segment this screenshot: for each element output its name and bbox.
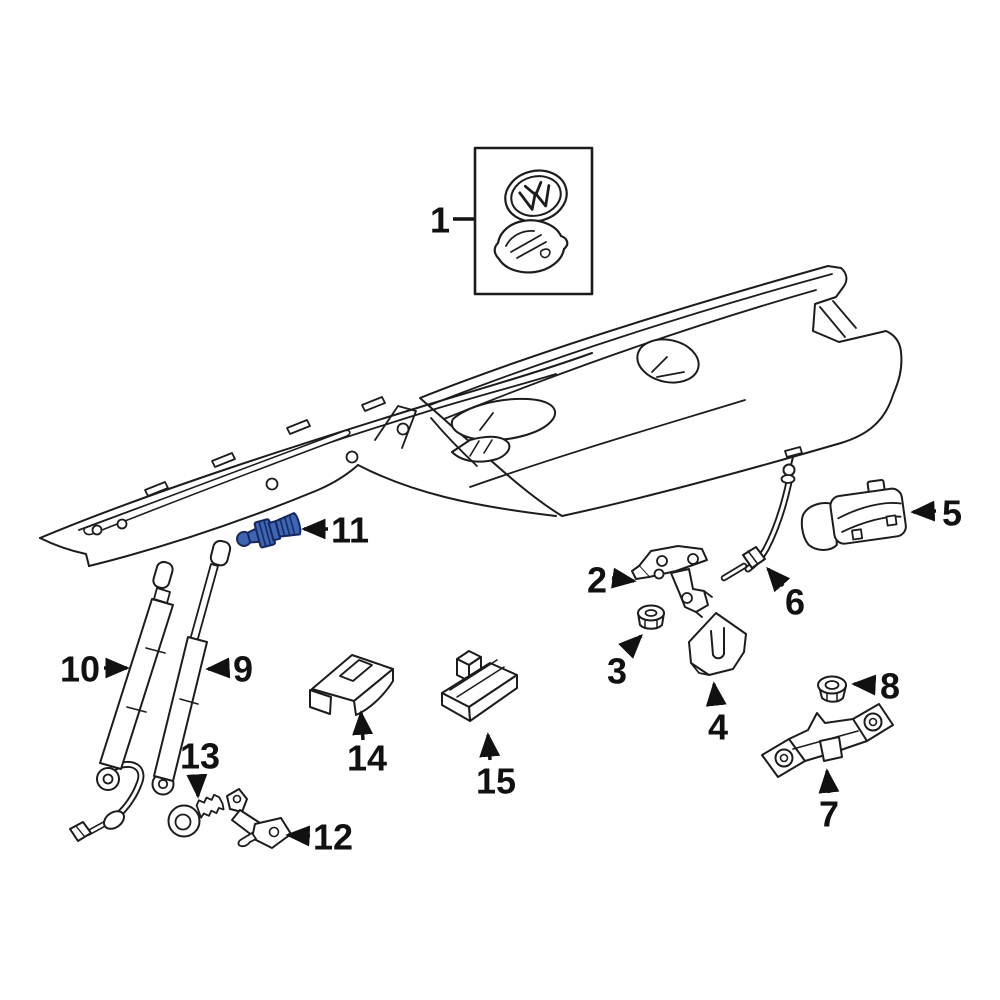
- panel-opening: [83, 429, 351, 536]
- callout-arrow-5: [910, 500, 937, 522]
- bracket-hole: [232, 794, 242, 804]
- part-14-lamp-module: [309, 654, 394, 716]
- latch-hole: [656, 555, 668, 567]
- part-11-ball-stud-highlighted: [236, 512, 302, 549]
- part-6-release-cable: [720, 446, 803, 582]
- panel-slot: [211, 452, 236, 468]
- panel-slot: [361, 396, 386, 412]
- part-1-emblem-kit: [473, 146, 594, 296]
- callout-label-9: 9: [233, 649, 253, 690]
- part-15-lamp-module: [441, 650, 518, 722]
- corner-notch-line: [819, 306, 846, 338]
- callout-label-13: 13: [180, 736, 220, 777]
- callout-label-15: 15: [476, 761, 516, 802]
- callout-label-2: 2: [587, 560, 607, 601]
- part-13-screw: [167, 793, 225, 838]
- panel-slot: [144, 481, 169, 497]
- part-5-lock-actuator: [800, 478, 907, 551]
- linkage-grommet: [103, 810, 125, 830]
- callout-label-6: 6: [785, 582, 805, 623]
- callout-label-4: 4: [708, 707, 728, 748]
- callout-label-1: 1: [430, 200, 450, 241]
- callout-arrow-6: [766, 566, 791, 593]
- part-2-latch: [631, 545, 713, 618]
- plate-recess: [450, 397, 556, 442]
- latch-hole: [653, 568, 665, 580]
- vw-roundel-icon: [504, 169, 568, 223]
- part-10-lift-support: [69, 560, 174, 842]
- callout-arrow-12: [285, 825, 311, 847]
- strut-cylinder: [153, 636, 208, 782]
- callout-label-3: 3: [607, 651, 627, 692]
- part-4-striker-cover: [688, 612, 747, 676]
- latch-hole: [681, 592, 693, 604]
- bracket-stud: [237, 832, 257, 848]
- part-9-lift-support: [151, 539, 232, 796]
- emblem-base-icon: [493, 219, 569, 274]
- callout-label-14: 14: [347, 738, 387, 779]
- callout-arrow-4: [705, 681, 727, 707]
- part-12-hinge-bracket: [226, 788, 292, 849]
- strut-cap: [209, 539, 232, 567]
- trunk-lid-inner-panel: [39, 352, 593, 567]
- bracket-hole: [268, 826, 280, 838]
- callout-label-5: 5: [942, 493, 962, 534]
- callout-arrow-2: [611, 567, 637, 589]
- callout-label-12: 12: [313, 817, 353, 858]
- emblem-hole: [636, 338, 700, 384]
- panel-hole: [116, 518, 128, 530]
- callout-arrow-7: [818, 768, 840, 794]
- callout-arrow-13: [186, 773, 208, 799]
- cable-end-fitting: [784, 446, 803, 458]
- callout-arrows: [104, 217, 937, 847]
- panel-hole: [345, 450, 359, 464]
- callout-label-8: 8: [880, 666, 900, 707]
- strut-rod: [189, 563, 219, 643]
- panel-hole: [265, 477, 279, 491]
- callout-labels: 1 2 3 4 5 6 7 8 9 10 11 12 13 14 15: [60, 200, 962, 858]
- latch-hole: [687, 553, 699, 565]
- corner-notch-line: [832, 300, 857, 329]
- part-3-nut: [637, 604, 665, 630]
- callout-arrow-14: [352, 710, 374, 741]
- strut-cylinder: [99, 598, 174, 770]
- callout-arrow-15: [479, 732, 501, 761]
- callout-label-11: 11: [331, 510, 369, 551]
- callout-arrow-3: [618, 634, 643, 659]
- part-8-nut: [817, 675, 847, 703]
- part-7-handle-bracket: [761, 703, 894, 778]
- callout-label-7: 7: [819, 794, 839, 835]
- callout-arrow-9: [205, 657, 231, 679]
- strut-cap: [152, 560, 174, 590]
- trunk-lid-outer-panel: [419, 265, 903, 517]
- callout-arrow-8: [851, 674, 877, 696]
- panel-slot: [286, 419, 311, 435]
- lamp-lens: [339, 659, 373, 682]
- screw-threads: [195, 793, 225, 819]
- panel-hole: [91, 524, 103, 536]
- callout-label-10: 10: [60, 649, 100, 690]
